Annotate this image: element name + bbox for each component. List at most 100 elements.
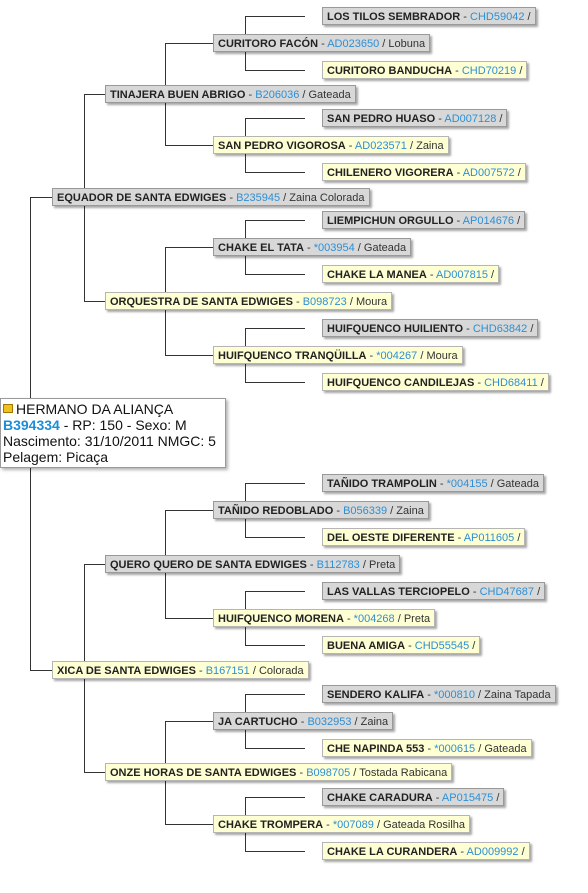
separator: / [487,478,497,490]
separator: - [452,65,462,77]
ancestor-registry-link[interactable]: CHD55545 [414,640,470,652]
separator: / [406,140,417,152]
ancestor-name: CURITORO BANDUCHA [327,65,453,77]
ancestor-registry-link[interactable]: AD007572 [462,167,515,179]
ancestor-coat: Moura [355,296,388,308]
ancestor-box[interactable]: CHAKE LA CURANDERA - AD009992 / [322,842,530,860]
ancestor-box[interactable]: SENDERO KALIFA - *000810 / Zaina Tapada [322,685,556,703]
ancestor-box[interactable]: XICA DE SANTA EDWIGES - B167151 / Colora… [52,661,309,679]
subject-birth-label: Nascimento: [3,433,81,449]
subject-coat: Picaça [66,449,109,465]
ancestor-name: SAN PEDRO HUASO [327,113,436,125]
ancestor-box[interactable]: HUIFQUENCO TRANQÜILLA - *004267 / Moura [213,346,463,364]
ancestor-name: JA CARTUCHO [218,716,298,728]
ancestor-registry-link[interactable]: B167151 [205,665,250,677]
ancestor-registry-link[interactable]: CHD70219 [461,65,517,77]
ancestor-name: CHAKE LA MANEA [327,269,427,281]
separator: - [226,192,237,204]
ancestor-registry-link[interactable]: B032953 [307,716,352,728]
ancestor-registry-link[interactable]: AD023571 [354,140,407,152]
subject-registry-link[interactable]: B394334 [3,417,60,433]
ancestor-box[interactable]: CHAKE TROMPERA - *007089 / Gateada Rosil… [213,815,471,833]
separator: / [514,532,521,544]
ancestor-coat: Gateada Rosilha [383,819,466,831]
ancestor-registry-link[interactable]: B235945 [236,192,281,204]
ancestor-registry-link[interactable]: *004268 [353,613,395,625]
ancestor-box[interactable]: SAN PEDRO VIGOROSA - AD023571 / Zaina [213,136,449,154]
ancestor-registry-link[interactable]: AD023650 [327,38,380,50]
ancestor-box[interactable]: CHE NAPINDA 553 - *000615 / Gateada [322,739,532,757]
ancestor-box[interactable]: CURITORO BANDUCHA - CHD70219 / [322,61,528,79]
ancestor-registry-link[interactable]: *003954 [313,242,355,254]
ancestor-name: LAS VALLAS TERCIOPELO [327,586,470,598]
ancestor-registry-link[interactable]: B112783 [316,559,360,571]
separator: / [249,665,259,677]
ancestor-name: SENDERO KALIFA [327,689,425,701]
ancestor-registry-link[interactable]: CHD63842 [472,323,528,335]
ancestor-box[interactable]: HUIFQUENCO CANDILEJAS - CHD68411 / [322,373,549,391]
subject-flag-icon [3,404,13,413]
ancestor-box[interactable]: CHILENERO VIGORERA - AD007572 / [322,163,526,181]
ancestor-registry-link[interactable]: B206036 [255,89,300,101]
ancestor-name: HUIFQUENCO TRANQÜILLA [218,350,367,362]
ancestor-box[interactable]: EQUADOR DE SANTA EDWIGES - B235945 / Zai… [52,188,370,206]
ancestor-registry-link[interactable]: *004267 [376,350,418,362]
ancestor-registry-link[interactable]: AP014676 [462,215,515,227]
ancestor-registry-link[interactable]: AD007128 [444,113,497,125]
ancestor-box[interactable]: HUIFQUENCO MORENA - *004268 / Preta [213,609,436,627]
ancestor-registry-link[interactable]: AD007815 [435,269,488,281]
separator: - [432,792,442,804]
separator: / [299,89,309,101]
ancestor-box[interactable]: CHAKE LA MANEA - AD007815 / [322,265,500,283]
ancestor-box[interactable]: HUIFQUENCO HUILIENTO - CHD63842 / [322,319,539,337]
ancestor-box[interactable]: LOS TILOS SEMBRADOR - CHD59042 / [322,7,536,25]
ancestor-box[interactable]: JA CARTUCHO - B032953 / Zaina [213,712,394,730]
ancestor-registry-link[interactable]: CHD68411 [484,377,538,389]
ancestor-registry-link[interactable]: *004155 [446,478,488,490]
ancestor-box[interactable]: BUENA AMIGA - CHD55545 / [322,636,481,654]
separator: - [454,532,464,544]
ancestor-name: BUENA AMIGA [327,640,406,652]
subject-card[interactable]: HERMANO DA ALIANÇA B394334 - RP: 150 - S… [0,398,226,468]
separator: / [487,269,495,281]
ancestor-box[interactable]: SAN PEDRO HUASO - AD007128 / [322,109,508,127]
ancestor-registry-link[interactable]: B098723 [302,296,347,308]
ancestor-box[interactable]: LAS VALLAS TERCIOPELO - CHD47687 / [322,582,546,600]
ancestor-registry-link[interactable]: AP015475 [441,792,494,804]
ancestor-registry-link[interactable]: B056339 [343,505,388,517]
separator: - [436,478,447,490]
ancestor-registry-link[interactable]: AD009992 [466,846,519,858]
separator: - [435,113,445,125]
subject-birth-date: 31/10/2011 [84,433,154,449]
ancestor-registry-link[interactable]: *000615 [434,743,476,755]
ancestor-box[interactable]: QUERO QUERO DE SANTA EDWIGES - B112783 /… [105,555,401,573]
ancestor-registry-link[interactable]: AP011605 [463,532,515,544]
ancestor-registry-link[interactable]: *000810 [433,689,475,701]
separator: - [460,11,471,23]
separator: - [303,242,314,254]
ancestor-box[interactable]: TAÑIDO TRAMPOLIN - *004155 / Gateada [322,474,544,492]
ancestor-registry-link[interactable]: CHD47687 [479,586,535,598]
ancestor-box[interactable]: DEL OESTE DIFERENTE - AP011605 / [322,528,526,546]
ancestor-registry-link[interactable]: *007089 [332,819,374,831]
ancestor-name: ORQUESTRA DE SANTA EDWIGES [110,296,293,308]
ancestor-registry-link[interactable]: B098705 [306,767,351,779]
separator: / [350,767,360,779]
ancestor-box[interactable]: ORQUESTRA DE SANTA EDWIGES - B098723 / M… [105,292,393,310]
ancestor-box[interactable]: CHAKE EL TATA - *003954 / Gateada [213,238,412,256]
ancestor-box[interactable]: CURITORO FACÓN - AD023650 / Lobuna [213,34,431,52]
ancestor-coat: Preta [403,613,431,625]
separator: - [463,323,473,335]
ancestor-box[interactable]: TINAJERA BUEN ABRIGO - B206036 / Gateada [105,85,356,103]
ancestor-box[interactable]: CHAKE CARADURA - AP015475 / [322,788,505,806]
ancestor-box[interactable]: LIEMPICHUN ORGULLO - AP014676 / [322,211,526,229]
subject-nmgc: NMGC: 5 [157,433,216,449]
separator: - [453,167,463,179]
ancestor-name: DEL OESTE DIFERENTE [327,532,455,544]
separator: - [366,350,377,362]
ancestor-registry-link[interactable]: CHD59042 [470,11,525,23]
ancestor-name: CHILENERO VIGORERA [327,167,454,179]
ancestor-box[interactable]: ONZE HORAS DE SANTA EDWIGES - B098705 / … [105,763,453,781]
separator: - [474,377,485,389]
ancestor-box[interactable]: TAÑIDO REDOBLADO - B056339 / Zaina [213,501,429,519]
